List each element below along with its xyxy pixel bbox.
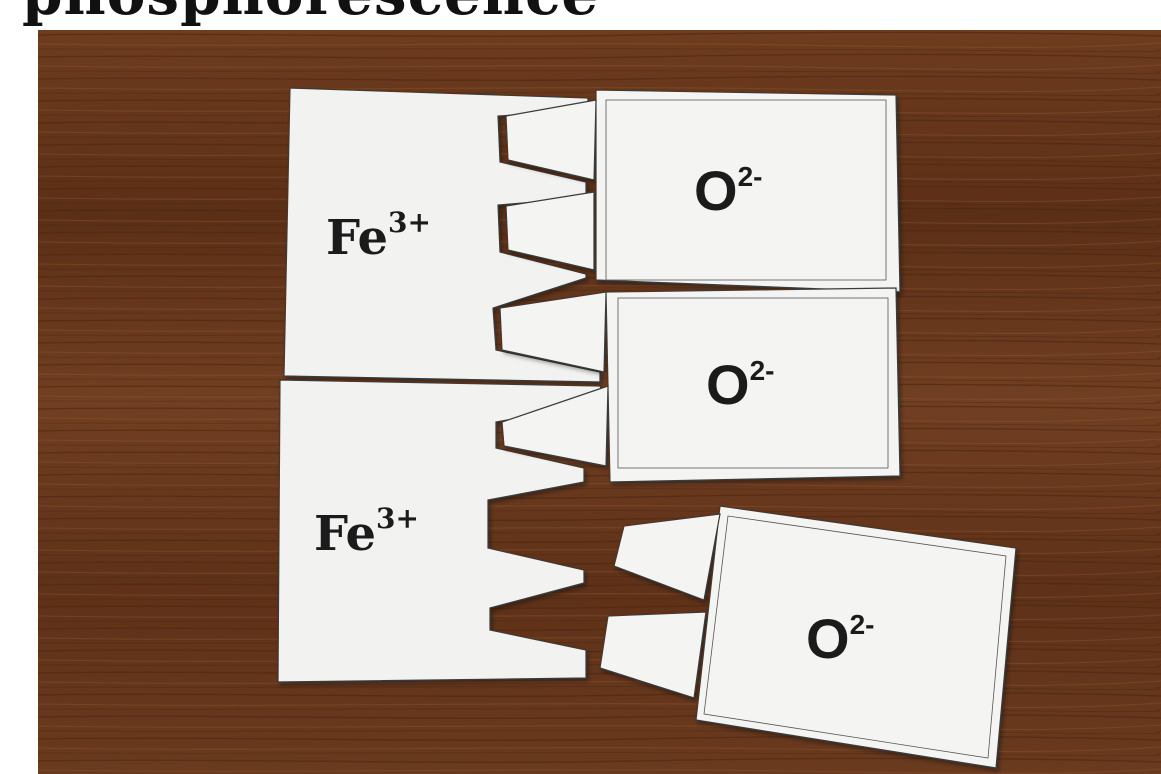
cation-2-charge: 3+ [376, 502, 419, 535]
anion-1-symbol: O [694, 159, 738, 222]
anion-label-2: O2- [706, 353, 774, 416]
cation-1-symbol: Fe [326, 210, 388, 266]
anion-piece-3[interactable] [599, 505, 1017, 769]
anion-3-symbol: O [806, 607, 850, 670]
anion-piece-1[interactable] [505, 89, 901, 293]
cation-label-2: Fe3+ [314, 502, 419, 562]
photo: Fe3+ Fe3+ O2- O2- O2- [38, 30, 1161, 774]
cation-label-1: Fe3+ [326, 206, 431, 266]
title-strip: phosphorescence [0, 0, 1161, 30]
anion-2-charge: 2- [750, 355, 775, 386]
anion-piece-2[interactable] [499, 287, 901, 483]
cation-1-charge: 3+ [388, 206, 431, 239]
anion-label-1: O2- [694, 159, 762, 222]
anion-label-3: O2- [806, 607, 874, 670]
anion-2-symbol: O [706, 353, 750, 416]
cation-2-symbol: Fe [314, 506, 376, 562]
page-title: phosphorescence [22, 0, 599, 28]
anion-3-charge: 2- [850, 609, 875, 640]
anion-1-charge: 2- [738, 161, 763, 192]
